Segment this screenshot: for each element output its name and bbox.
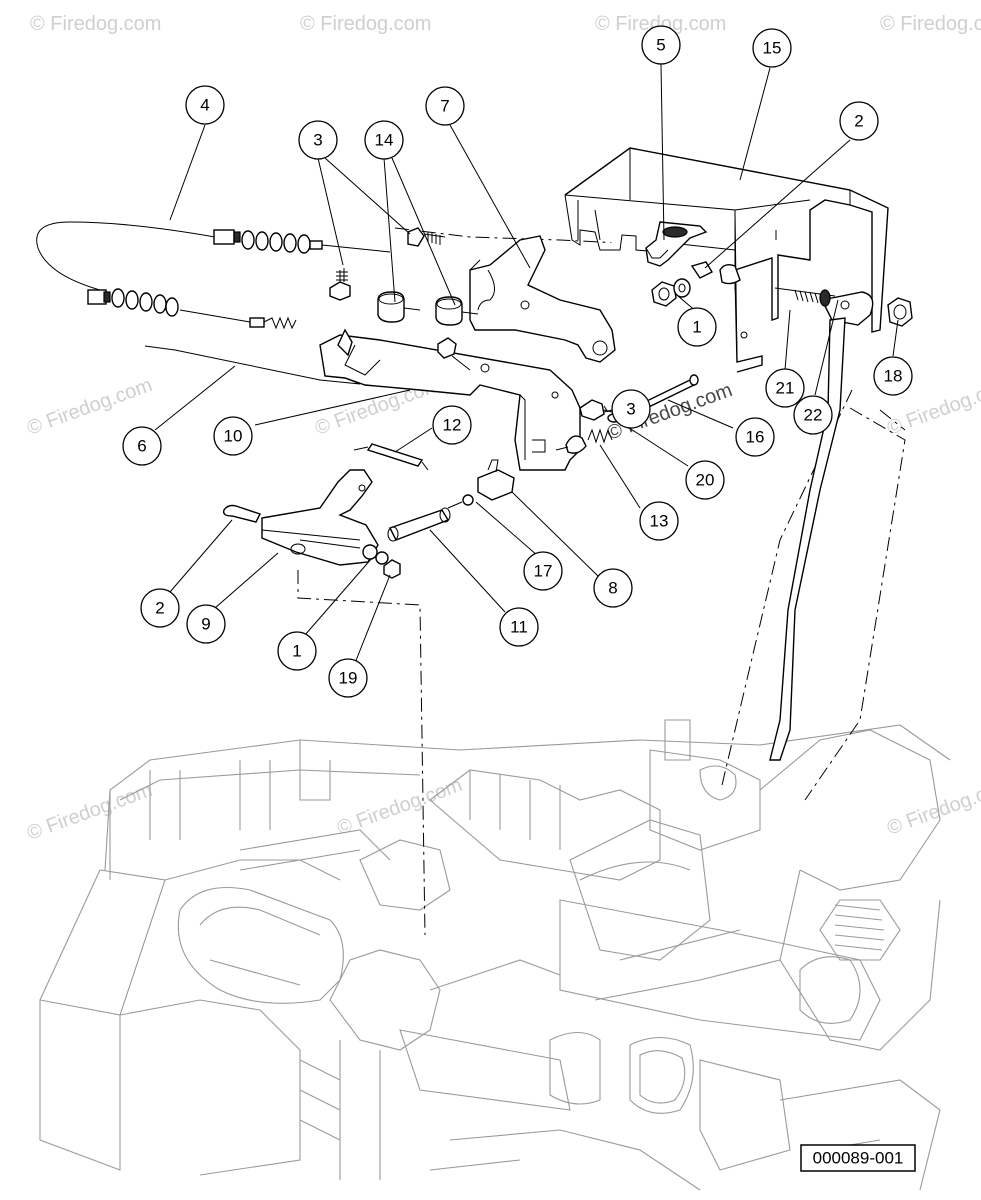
callout-3: 3 xyxy=(611,389,651,429)
callout-5: 5 xyxy=(641,25,681,65)
callout-3: 3 xyxy=(298,120,338,160)
svg-text:13: 13 xyxy=(650,512,669,531)
svg-text:7: 7 xyxy=(440,97,449,116)
callout-21: 21 xyxy=(765,368,805,408)
watermark: © Firedog.com xyxy=(880,13,981,35)
part-5-bracket xyxy=(645,221,708,267)
bolt-3-top xyxy=(407,227,446,247)
callout-12: 12 xyxy=(432,405,472,445)
washer-nut-lower xyxy=(362,544,401,579)
svg-text:20: 20 xyxy=(696,471,715,490)
spring-12 xyxy=(353,443,429,471)
callout-7: 7 xyxy=(425,86,465,126)
svg-text:9: 9 xyxy=(201,615,210,634)
reference-number-box: 000089-001 xyxy=(800,1144,916,1172)
callout-4: 4 xyxy=(185,85,225,125)
callout-20: 20 xyxy=(685,460,725,500)
svg-text:2: 2 xyxy=(854,112,863,131)
callout-10: 10 xyxy=(213,416,253,456)
callout-9: 9 xyxy=(186,604,226,644)
machine-assembly xyxy=(39,719,951,1191)
bolt-3-left xyxy=(329,268,351,301)
watermark: © Firedog.com xyxy=(884,774,981,840)
watermark: © Firedog.com xyxy=(334,774,465,840)
svg-text:8: 8 xyxy=(608,579,617,598)
watermarks: © Firedog.com © Firedog.com © Firedog.co… xyxy=(24,13,981,845)
shield-15 xyxy=(564,147,889,373)
nut-18 xyxy=(887,297,913,327)
callout-15: 15 xyxy=(752,28,792,68)
spacer-14 xyxy=(377,291,479,326)
cable-4 xyxy=(36,221,391,291)
svg-text:22: 22 xyxy=(804,406,823,425)
clip-17 xyxy=(447,494,474,509)
screw-near-plate xyxy=(437,337,471,371)
bolt-3-right xyxy=(579,399,613,421)
svg-text:5: 5 xyxy=(656,36,665,55)
svg-text:3: 3 xyxy=(626,400,635,419)
svg-text:12: 12 xyxy=(443,416,462,435)
reference-number: 000089-001 xyxy=(813,1149,904,1168)
callout-1: 1 xyxy=(677,307,717,347)
callout-8: 8 xyxy=(593,568,633,608)
cable-6 xyxy=(87,288,361,385)
callout-22: 22 xyxy=(793,395,833,435)
block-8 xyxy=(477,459,515,501)
callout-2: 2 xyxy=(839,101,879,141)
svg-text:4: 4 xyxy=(200,96,209,115)
svg-text:17: 17 xyxy=(534,562,553,581)
watermark: © Firedog.com xyxy=(24,779,155,845)
watermark: © Firedog.com xyxy=(595,13,726,35)
watermark: © Firedog.com xyxy=(30,13,161,35)
svg-text:2: 2 xyxy=(155,599,164,618)
callout-1: 1 xyxy=(277,631,317,671)
spring-13 xyxy=(555,428,613,454)
callouts: 4 3 14 7 5 15 2 1 21 22 18 3 16 20 13 12… xyxy=(122,25,913,698)
callout-18: 18 xyxy=(873,356,913,396)
spring-11 xyxy=(387,507,451,542)
bolt-21 xyxy=(774,287,836,307)
svg-text:6: 6 xyxy=(137,437,146,456)
callout-11: 11 xyxy=(499,607,539,647)
callout-13: 13 xyxy=(639,501,679,541)
svg-text:3: 3 xyxy=(313,131,322,150)
callout-16: 16 xyxy=(735,417,775,457)
callout-2: 2 xyxy=(140,588,180,628)
callout-6: 6 xyxy=(122,426,162,466)
callout-19: 19 xyxy=(328,658,368,698)
svg-text:11: 11 xyxy=(510,618,528,637)
svg-text:10: 10 xyxy=(224,427,243,446)
svg-text:18: 18 xyxy=(884,367,903,386)
svg-text:15: 15 xyxy=(763,39,782,58)
callout-17: 17 xyxy=(523,551,563,591)
lever-9 xyxy=(261,469,379,566)
leader-lines xyxy=(154,63,899,664)
svg-text:1: 1 xyxy=(692,318,701,337)
pin-2-lower xyxy=(222,504,261,523)
svg-text:19: 19 xyxy=(339,669,358,688)
svg-text:21: 21 xyxy=(776,379,795,398)
plate-10 xyxy=(319,328,581,471)
svg-text:14: 14 xyxy=(375,131,394,150)
callout-14: 14 xyxy=(364,120,404,160)
watermark: © Firedog.com xyxy=(300,13,431,35)
svg-text:16: 16 xyxy=(746,428,765,447)
bracket-7 xyxy=(469,235,616,363)
svg-text:1: 1 xyxy=(292,642,301,661)
